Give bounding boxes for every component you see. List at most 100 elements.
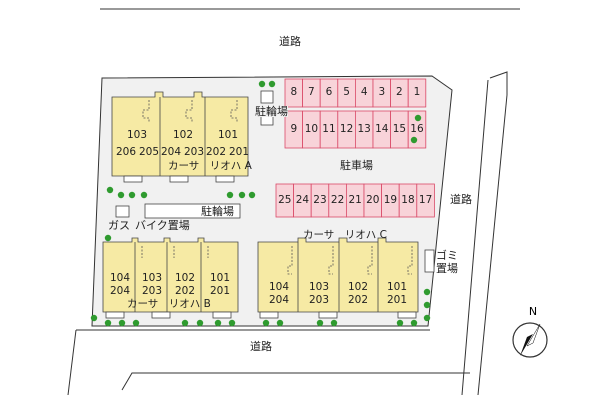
unit-number: 101 [217, 129, 239, 141]
parking-stall-number: 24 [295, 193, 310, 206]
tree [140, 191, 148, 199]
parking-stall-number: 16 [410, 122, 424, 135]
parking-stall [407, 78, 427, 108]
parking-stall-number: 5 [343, 86, 350, 98]
road-right-corner [489, 71, 508, 95]
parking-stall-number: 2 [396, 86, 403, 98]
tree [238, 191, 246, 199]
tree [258, 80, 266, 88]
parking-stall-number: 11 [322, 122, 336, 135]
tree [316, 319, 324, 327]
parking-stall-number: 19 [383, 193, 398, 206]
unit-number: 104 [268, 281, 290, 293]
tree [276, 319, 284, 327]
compass-north-label: N [529, 305, 537, 318]
parking-stall-number: 10 [304, 122, 319, 135]
parking-stall-number: 7 [308, 86, 315, 98]
building-a [111, 91, 249, 183]
parking-stall-number: 17 [418, 193, 433, 206]
building-c-name: カーサ リオハ C [303, 229, 387, 241]
tree [226, 191, 234, 199]
building-b [102, 237, 239, 319]
bicycle-parking-label-mid: 駐輪場 [201, 205, 234, 218]
tree [117, 191, 125, 199]
unit-number: 101 [386, 281, 408, 293]
unit-number: 201 [386, 294, 408, 306]
tree [106, 186, 114, 194]
unit-number: 201 [209, 285, 231, 297]
bike-parking-label: バイク置場 [135, 219, 190, 232]
parking-stall-number: 8 [290, 86, 298, 98]
tree [268, 80, 276, 88]
tree [228, 319, 236, 327]
unit-number: 206 [115, 146, 137, 158]
parking-stall-number: 13 [357, 122, 371, 135]
parking-row-3 [275, 183, 435, 218]
parking-stall [416, 183, 435, 218]
parking-stall-number: 21 [348, 193, 362, 206]
building-b-name: カーサ リオハ B [127, 298, 211, 310]
tree [396, 319, 404, 327]
parking-stall-number: 4 [360, 86, 368, 98]
tree [104, 319, 112, 327]
bicycle-shed-mid [144, 203, 241, 219]
gas-meter-box [115, 205, 130, 218]
parking-stall-number: 23 [313, 193, 327, 206]
unit-number: 103 [141, 272, 163, 284]
tree [181, 319, 189, 327]
compass [512, 322, 548, 358]
road-label-top: 道路 [279, 35, 301, 48]
unit-number: 202 [347, 294, 369, 306]
parking-lot-label: 駐車場 [340, 159, 373, 172]
tree [196, 319, 204, 327]
parking-stall-number: 3 [378, 86, 386, 98]
bicycle-parking-label-top: 駐輪場 [255, 105, 288, 118]
parking-stall-number: 25 [278, 193, 292, 206]
parking-stall-number: 6 [325, 86, 333, 98]
parking-stall-number: 22 [330, 193, 345, 206]
parking-stall-number: 9 [290, 122, 298, 135]
tree [132, 319, 140, 327]
parking-stall-number: 12 [339, 122, 354, 135]
garbage-label-1: ゴミ [436, 249, 458, 262]
unit-number: 202 [205, 146, 227, 158]
unit-number: 103 [126, 129, 148, 141]
unit-number: 204 [160, 146, 182, 158]
bicycle-shed-box-1 [260, 90, 274, 104]
tree [128, 191, 136, 199]
unit-number: 101 [209, 272, 231, 284]
parking-stall-number: 20 [366, 193, 380, 206]
tree [414, 114, 422, 122]
tree [330, 319, 338, 327]
road-right-edge-1 [461, 79, 489, 396]
unit-number: 203 [141, 285, 163, 297]
trees [90, 80, 431, 327]
tree [423, 288, 431, 296]
parking-stall-number: 1 [413, 86, 421, 98]
tree [423, 314, 431, 322]
tree [248, 191, 256, 199]
road-label-right: 道路 [450, 193, 472, 206]
road-label-bottom: 道路 [250, 340, 272, 353]
tree [423, 301, 431, 309]
parking-stall-number: 15 [392, 122, 407, 135]
unit-number: 204 [268, 294, 290, 306]
unit-number: 201 [228, 146, 250, 158]
unit-number: 204 [109, 285, 131, 297]
tree [104, 234, 112, 242]
garbage-box [424, 249, 435, 273]
building-c [257, 237, 419, 319]
unit-number: 103 [308, 281, 330, 293]
unit-number: 203 [183, 146, 205, 158]
tree [410, 319, 418, 327]
building-a-name: カーサ リオハ A [168, 160, 252, 172]
parking-stall-number: 14 [375, 122, 389, 135]
tree [262, 319, 270, 327]
gas-label: ガス [108, 219, 130, 232]
tree [118, 319, 126, 327]
unit-number: 205 [138, 146, 160, 158]
unit-number: 102 [174, 272, 196, 284]
parking-row-1 [284, 78, 427, 108]
